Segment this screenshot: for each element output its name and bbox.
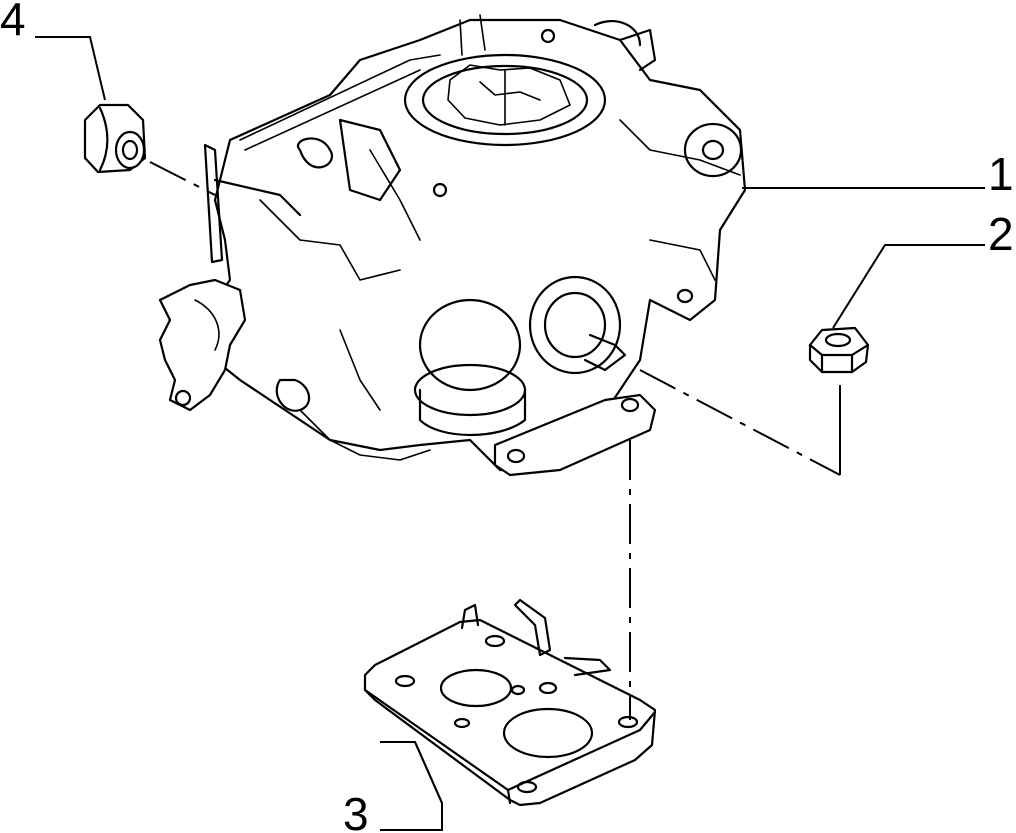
assembly-lines <box>149 161 841 720</box>
callout-4: 4 <box>0 0 26 45</box>
hex-nut <box>808 326 870 374</box>
carburetor-gasket <box>363 598 657 807</box>
leader-lines <box>35 36 985 831</box>
callout-1: 1 <box>988 148 1014 200</box>
callout-2: 2 <box>988 208 1014 260</box>
cap-bushing <box>83 103 147 174</box>
callout-3: 3 <box>343 788 369 833</box>
carburetor-assembly <box>158 14 747 477</box>
